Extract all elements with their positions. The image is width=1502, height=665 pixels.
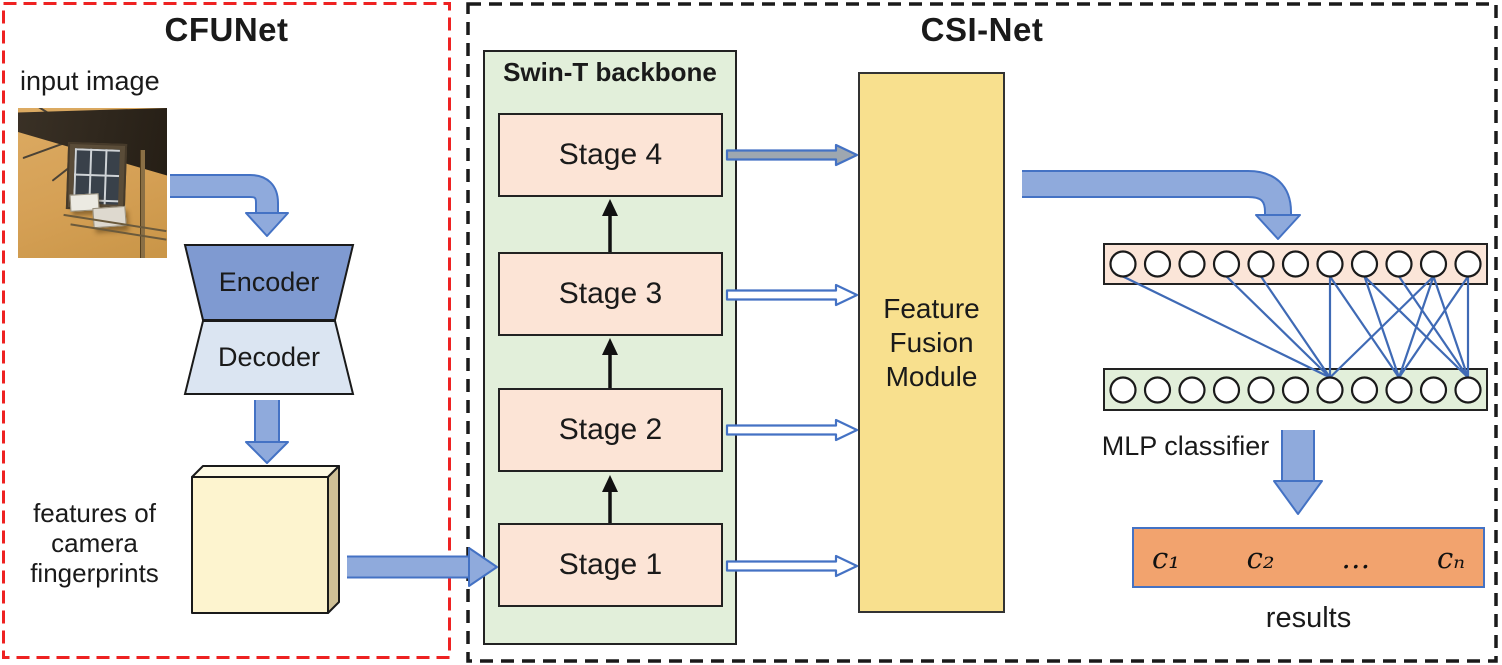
camera-fingerprint-features-label: features of camera fingerprints — [30, 498, 159, 588]
input-image-label: input image — [20, 66, 160, 96]
cfunet-title: CFUNet — [164, 11, 289, 48]
stage-1-box: Stage 1 — [498, 523, 723, 607]
ac-unit — [91, 205, 127, 229]
fusion-to-mlp-arrow — [1022, 170, 1301, 240]
mlp-connections — [1122, 275, 1470, 379]
stage-3-box: Stage 3 — [498, 252, 723, 336]
input-image-photo — [18, 108, 167, 258]
class-label-c1: c₁ — [1152, 540, 1180, 575]
feature-fusion-module-box: Feature Fusion Module — [858, 72, 1005, 613]
results-box: c₁ c₂ … cₙ — [1132, 527, 1485, 588]
results-label: results — [1265, 602, 1352, 634]
mlp-output-layer-box — [1103, 368, 1488, 411]
drain-pipe — [140, 150, 146, 258]
image-to-encoder-arrow — [170, 174, 289, 237]
stage3-to-fusion-arrow — [725, 283, 859, 307]
csinet-title: CSI-Net — [920, 11, 1044, 48]
stage2-to-fusion-arrow — [725, 418, 859, 442]
encoder-label: Encoder — [218, 267, 320, 297]
decoder-label: Decoder — [217, 342, 321, 372]
class-label-ellipsis: … — [1341, 540, 1371, 575]
feature-cube-side — [327, 465, 340, 614]
features-to-stage1-arrow — [347, 547, 498, 587]
class-label-c2: c₂ — [1246, 540, 1275, 575]
class-label-cn: cₙ — [1437, 540, 1465, 575]
feature-cube-front — [191, 476, 329, 614]
mlp-classifier-label: MLP classifier — [1101, 431, 1270, 461]
feature-cube-top — [191, 465, 340, 478]
stage4-to-fusion-arrow — [725, 143, 859, 167]
stage-2-box: Stage 2 — [498, 388, 723, 472]
swin-backbone-title: Swin-T backbone — [503, 57, 717, 87]
stage-4-box: Stage 4 — [498, 113, 723, 197]
mlp-input-layer-box — [1103, 243, 1488, 285]
decoder-to-features-arrow — [245, 400, 289, 464]
stage1-to-fusion-arrow — [725, 554, 859, 578]
